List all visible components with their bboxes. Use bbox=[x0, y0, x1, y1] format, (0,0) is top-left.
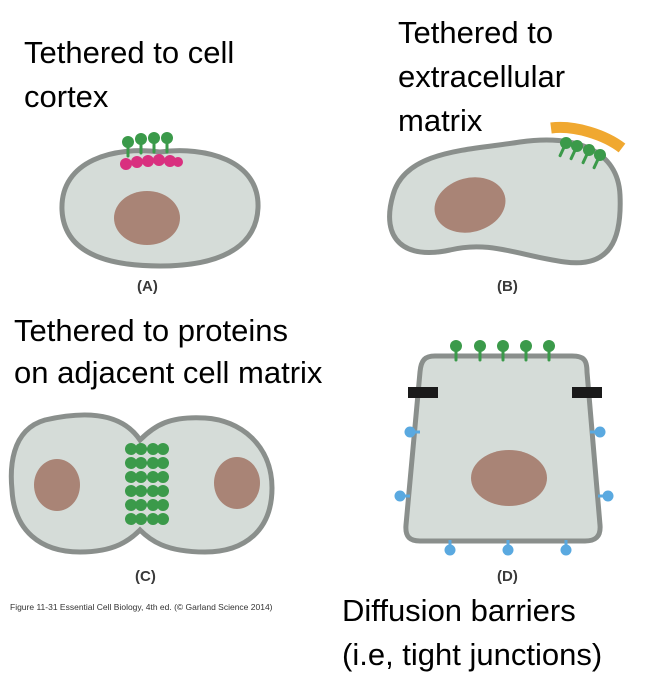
panel-a-cell bbox=[59, 130, 261, 269]
basolateral-protein bbox=[404, 426, 420, 438]
junction-protein-pair bbox=[125, 499, 169, 511]
caption-a-line2: cortex bbox=[24, 79, 109, 114]
panel-label-d: (D) bbox=[497, 568, 518, 585]
panel-label-c: (C) bbox=[135, 568, 156, 585]
junction-protein-pair bbox=[125, 485, 169, 497]
junction-protein-pair bbox=[125, 457, 169, 469]
cell-c-membrane bbox=[8, 412, 275, 555]
basolateral-proteins-d bbox=[394, 426, 614, 556]
basolateral-protein bbox=[560, 540, 572, 556]
caption-b-line3: matrix bbox=[398, 103, 483, 138]
junction-protein-pair bbox=[125, 443, 169, 455]
cortex-proteins-a bbox=[120, 154, 183, 170]
panel-b-cell bbox=[387, 121, 626, 266]
basolateral-protein bbox=[394, 490, 410, 502]
caption-b-line1: Tethered to bbox=[398, 15, 554, 50]
nucleus-a bbox=[114, 191, 180, 245]
caption-d-line2: (i.e, tight junctions) bbox=[342, 637, 603, 672]
nucleus-c-right bbox=[214, 457, 260, 509]
caption-c-line1: Tethered to proteins bbox=[14, 313, 289, 348]
tight-junction-right bbox=[572, 387, 602, 398]
junction-proteins-c bbox=[125, 443, 169, 525]
junction-protein-pair bbox=[125, 513, 169, 525]
basolateral-protein bbox=[444, 540, 456, 556]
figure-credit: Figure 11-31 Essential Cell Biology, 4th… bbox=[10, 602, 273, 612]
panel-d-cell bbox=[394, 338, 614, 556]
basolateral-protein bbox=[598, 490, 614, 502]
caption-d-line1: Diffusion barriers bbox=[342, 593, 576, 628]
cell-d-membrane bbox=[403, 353, 603, 544]
caption-b-line2: extracellular bbox=[398, 59, 566, 94]
panel-c-cells bbox=[8, 412, 275, 555]
caption-c-line2: on adjacent cell matrix bbox=[14, 355, 323, 390]
basolateral-protein bbox=[590, 426, 606, 438]
basolateral-protein bbox=[502, 540, 514, 556]
tight-junction-left bbox=[408, 387, 438, 398]
panel-label-b: (B) bbox=[497, 278, 518, 295]
caption-a-line1: Tethered to cell bbox=[24, 35, 235, 70]
nucleus-d bbox=[471, 450, 547, 506]
extracellular-matrix-b bbox=[550, 121, 626, 153]
nucleus-c-left bbox=[34, 459, 80, 511]
junction-protein-pair bbox=[125, 471, 169, 483]
panel-label-a: (A) bbox=[137, 278, 158, 295]
nucleus-b bbox=[434, 177, 506, 233]
